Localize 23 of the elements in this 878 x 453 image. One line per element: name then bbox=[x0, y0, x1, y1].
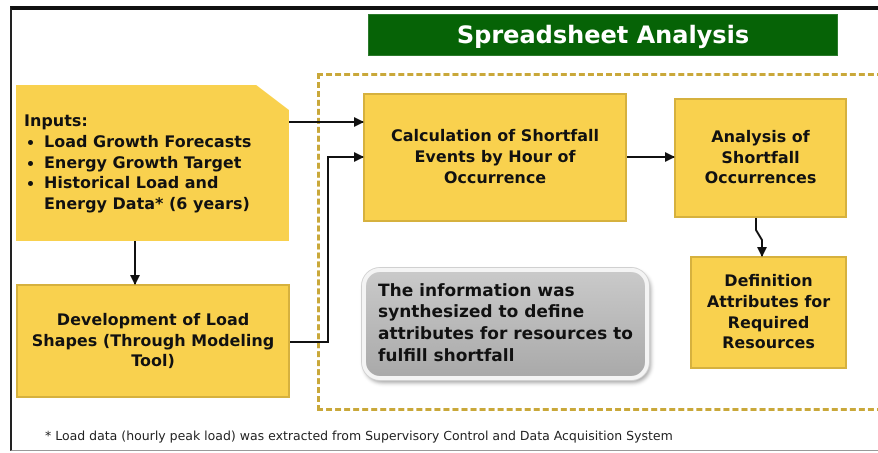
dashed-group-box bbox=[317, 73, 878, 411]
title-banner: Spreadsheet Analysis bbox=[368, 14, 838, 56]
arrow bbox=[755, 218, 767, 257]
footnote: * Load data (hourly peak load) was extracted from Supervisory Control and Data Acquisition System bbox=[45, 428, 673, 443]
process-box bbox=[16, 284, 290, 398]
bullet-item: Load Growth Forecasts bbox=[44, 132, 252, 153]
note-box bbox=[362, 268, 649, 380]
box-text: The information was synthesized to define attributes for resources to fulfill shortfall bbox=[378, 280, 633, 368]
bullet-item: Historical Load and Energy Data* (6 years) bbox=[44, 173, 251, 215]
process-box bbox=[363, 93, 627, 222]
box-text: Calculation of Shortfall Events by Hour of Occurrence bbox=[390, 126, 600, 189]
bullet-item: Energy Growth Target bbox=[44, 152, 242, 174]
arrow bbox=[130, 241, 140, 285]
process-box bbox=[674, 98, 847, 218]
arrow bbox=[627, 152, 675, 162]
document-box bbox=[16, 85, 289, 241]
box-text: Development of Load Shapes (Through Modeling Tool) bbox=[30, 310, 276, 372]
arrow bbox=[289, 117, 364, 127]
list-heading: Inputs: bbox=[24, 111, 88, 132]
box-text: Definition Attributes for Required Resources bbox=[706, 270, 832, 354]
arrow bbox=[290, 152, 364, 343]
process-box bbox=[690, 256, 847, 369]
box-text: Analysis of Shortfall Occurrences bbox=[704, 126, 818, 190]
